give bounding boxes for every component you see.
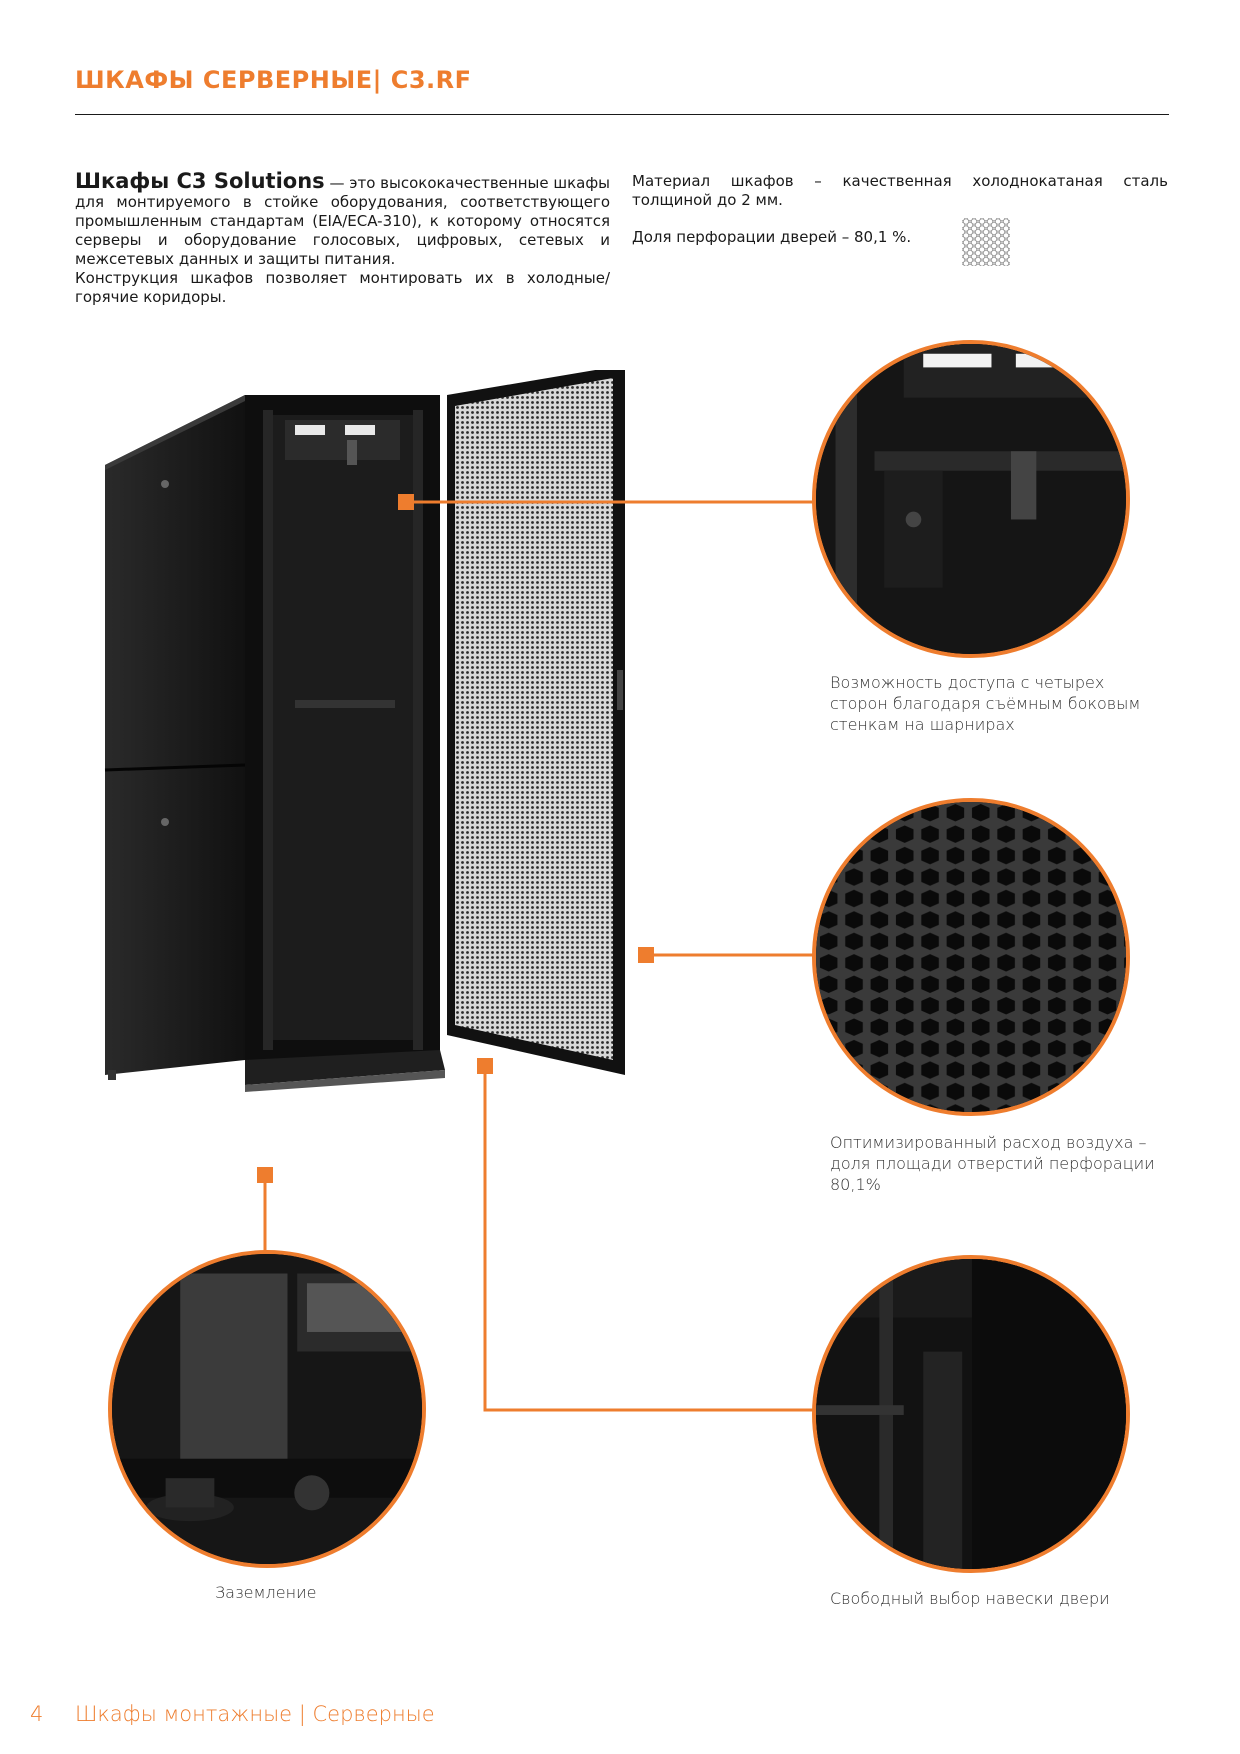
perforation-text: Доля перфорации дверей – 80,1 %. (632, 228, 912, 246)
caption-grounding: Заземление (215, 1583, 317, 1602)
detail-hinged-side-panels-image (812, 340, 1130, 658)
detail-grounding-image (108, 1250, 426, 1568)
detail-door-hinge-image (812, 1255, 1130, 1573)
intro-description: Шкафы C3 Solutions — это высококачествен… (75, 169, 610, 307)
server-cabinet-image (104, 370, 625, 1092)
material-text: Материал шкафов – качественная холоднока… (632, 172, 1168, 209)
perforation-swatch-image (962, 218, 1010, 266)
caption-airflow: Оптимизированный расход воздуха – доля п… (830, 1133, 1155, 1194)
caption-door-mounting: Свободный выбор навески двери (830, 1589, 1110, 1608)
footer-section-title: Шкафы монтажные | Серверные (75, 1702, 435, 1726)
detail-perforation-image (812, 798, 1130, 1116)
intro-lead: Шкафы C3 Solutions (75, 169, 325, 193)
material-info: Материал шкафов – качественная холоднока… (632, 172, 1168, 266)
caption-side-access: Возможность доступа с четырех сторон бла… (830, 673, 1141, 734)
intro-paragraph-2: Конструкция шкафов позволяет монтировать… (75, 269, 610, 306)
intro-text: — это высококачественные шкафы для монти… (75, 174, 610, 268)
title-divider (75, 114, 1169, 115)
intro-paragraph-1: Шкафы C3 Solutions — это высококачествен… (75, 169, 610, 269)
perforation-row: Доля перфорации дверей – 80,1 %. (632, 218, 1168, 268)
page-title: ШКАФЫ СЕРВЕРНЫЕ| C3.RF (75, 66, 472, 94)
page-number: 4 (30, 1702, 44, 1726)
